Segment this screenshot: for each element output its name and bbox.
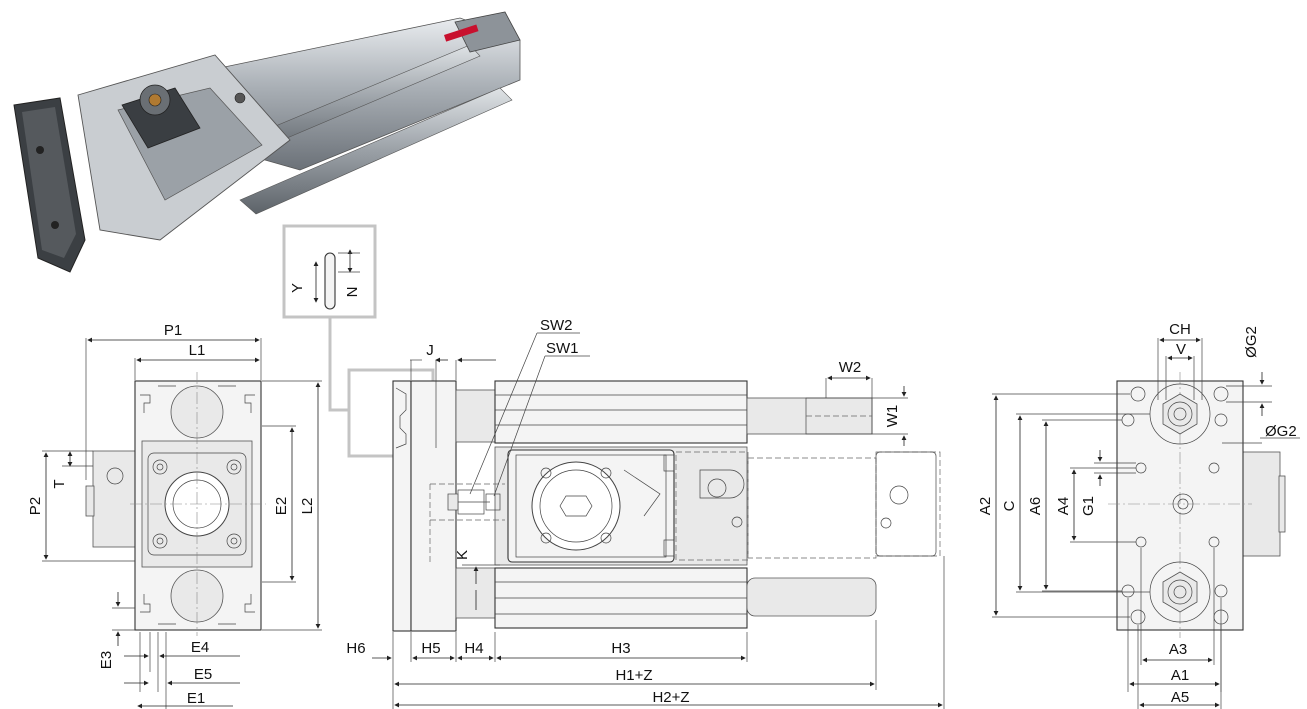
dim-label-w2: W2 [839,359,862,376]
dim-label-e5: E5 [194,666,212,683]
lower-port-hex-icon [1162,571,1198,613]
dim-label-h1z: H1+Z [615,667,652,684]
dim-label-h6: H6 [346,640,365,657]
dim-label-sw1: SW1 [546,340,579,357]
dim-label-a5: A5 [1171,689,1189,706]
guide-rod [746,577,877,617]
slot-detail-callout: Y N [282,224,435,458]
dim-label-g1: G1 [1080,496,1097,516]
dim-label-w1: W1 [884,405,901,428]
dim-label-c: C [1001,500,1018,511]
dim-label-a1: A1 [1171,667,1189,684]
dim-label-p1: P1 [164,322,182,339]
dim-label-sw2: SW2 [540,317,573,334]
slot-shape [324,252,336,310]
dim-label-e2: E2 [273,497,290,515]
dim-label-h2z: H2+Z [652,689,689,706]
dim-label-a2: A2 [977,497,994,515]
dim-label-p2: P2 [27,497,44,515]
dim-label-a3: A3 [1169,641,1187,658]
flange-view: CH V ØG2 ØG2 A2 C A6 A4 [977,321,1300,709]
side-view: J SW2 SW1 W2 W1 K H6 [346,317,945,709]
dim-label-e4: E4 [191,639,209,656]
dim-label-k: K [454,550,471,560]
dim-label-a4: A4 [1055,497,1072,515]
dim-label-h4: H4 [464,640,483,657]
dim-label-n: N [344,287,361,298]
dim-label-e3: E3 [98,651,115,669]
product-photo [13,11,521,273]
dim-label-e1: E1 [187,690,205,707]
dim-label-g2-side: ØG2 [1265,423,1297,440]
dim-label-ch: CH [1169,321,1191,338]
dim-label-h3: H3 [611,640,630,657]
hex-socket-icon [559,495,593,517]
dim-label-y: Y [289,283,306,293]
end-view: P1 L1 P2 T E2 L2 E3 E4 [27,322,322,709]
dim-label-l2: L2 [299,498,316,515]
dim-label-j: J [426,342,434,359]
dim-label-h5: H5 [421,640,440,657]
dim-label-a6: A6 [1027,497,1044,515]
upper-rail [494,380,748,444]
dim-label-g2-top: ØG2 [1243,326,1260,358]
dim-label-t: T [51,479,68,488]
dim-label-v: V [1176,341,1186,358]
red-label-icon [444,24,479,42]
upper-port-hex-icon [1162,393,1198,435]
dim-label-l1: L1 [189,342,206,359]
